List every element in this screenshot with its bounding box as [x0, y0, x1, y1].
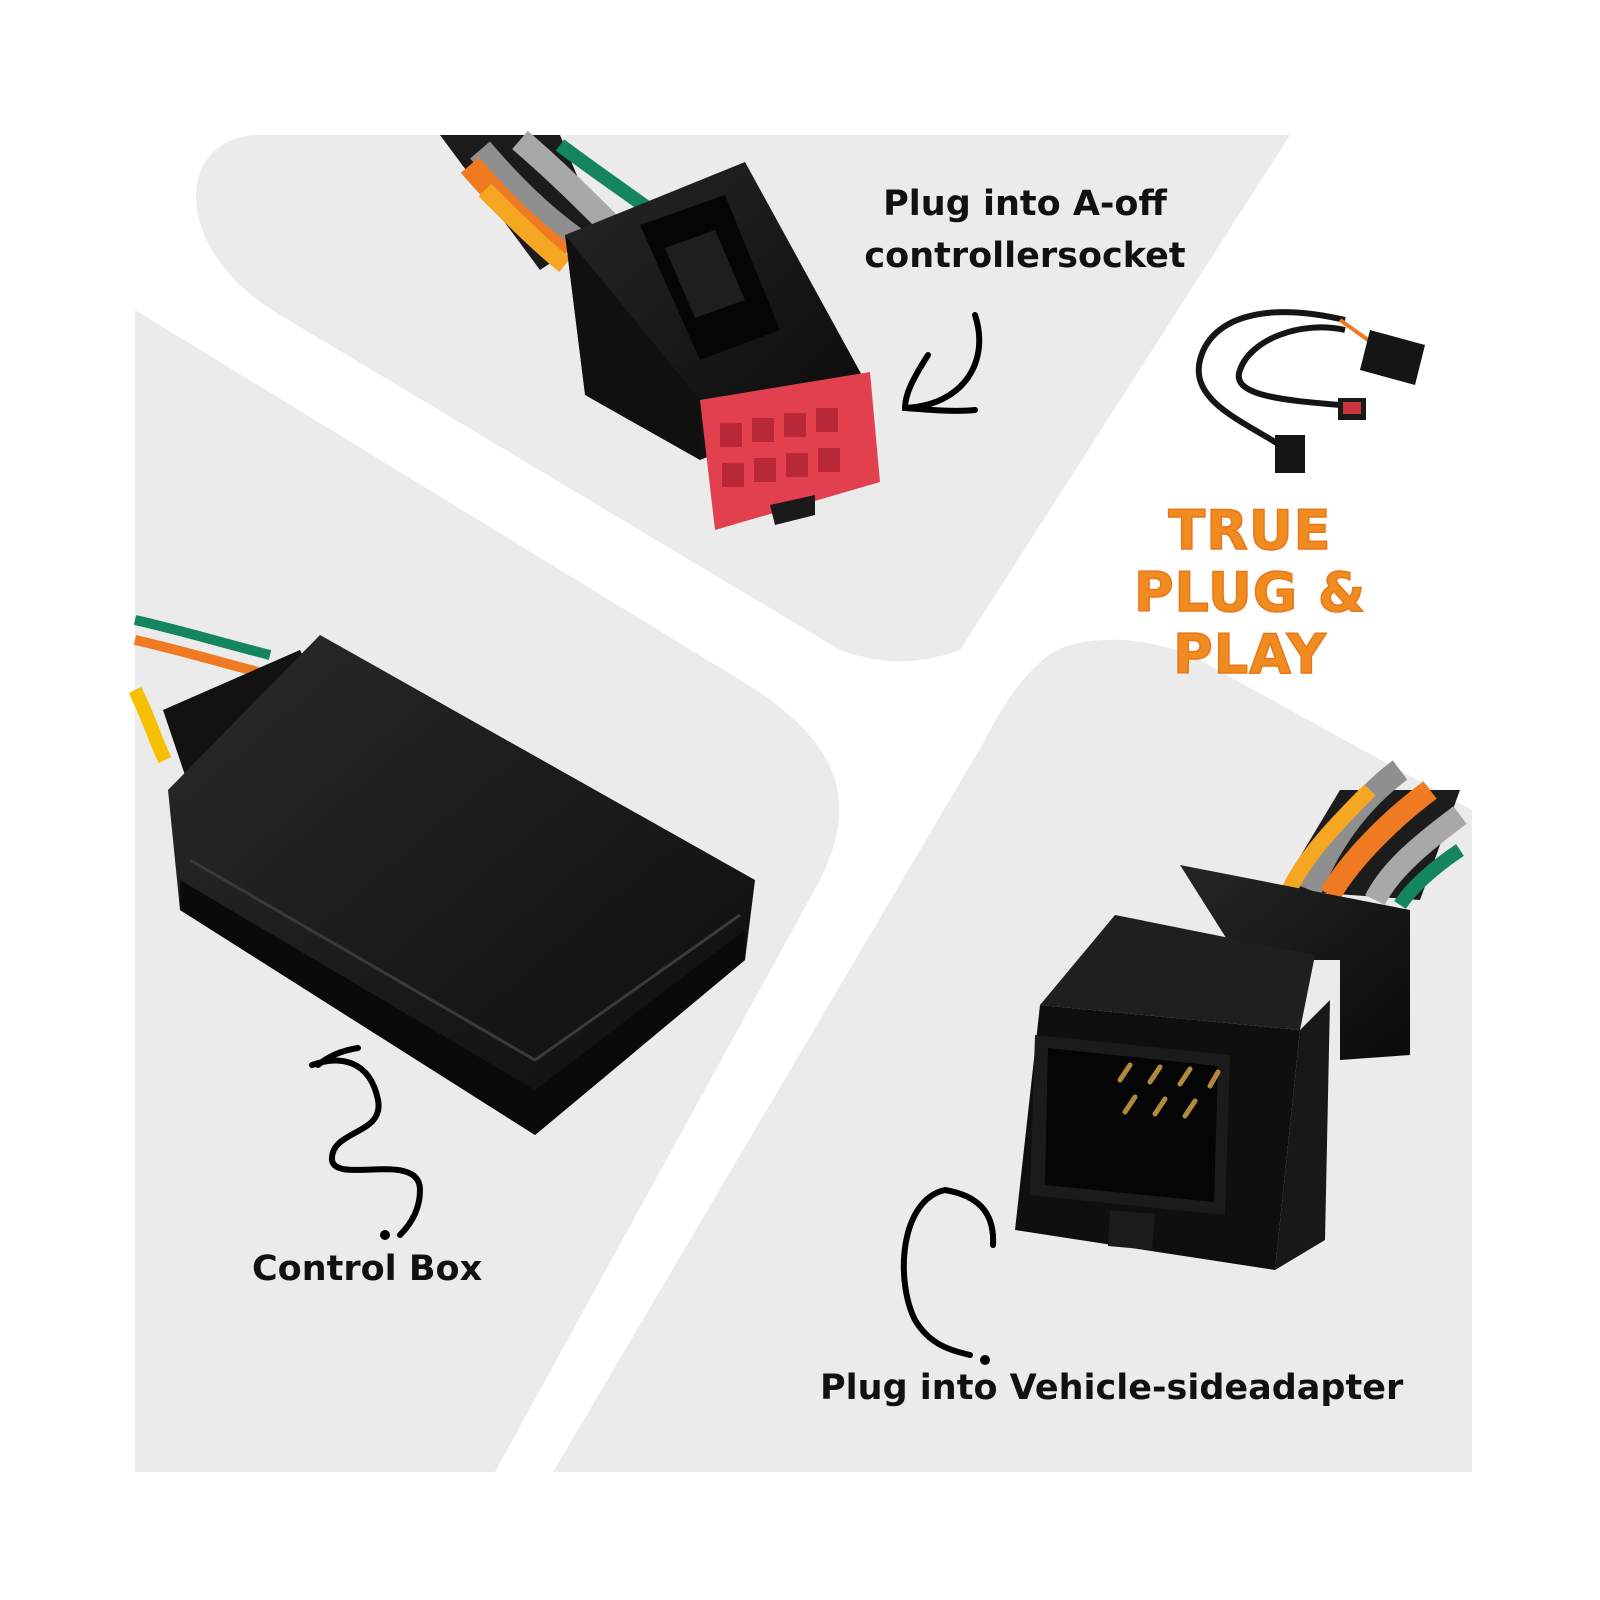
slogan-line1: TRUE [1168, 499, 1332, 563]
arrow-vehicle-side-dot [980, 1355, 990, 1365]
control-box [128, 615, 755, 1135]
label-vehicle-side: Plug into Vehicle-sideadapter [820, 1368, 1404, 1408]
label-a-off-socket: Plug into A-off controllersocket [855, 178, 1195, 282]
label-control-box: Control Box [252, 1249, 483, 1289]
slogan-line2: PLUG & PLAY [1133, 561, 1367, 687]
label-a-off-line1: Plug into A-off [883, 184, 1167, 224]
arrow-control-box-dot [380, 1230, 390, 1240]
slogan: TRUE PLUG & PLAY [1050, 499, 1450, 687]
label-a-off-line2: controllersocket [864, 236, 1186, 276]
arrow-control-box [309, 1045, 424, 1238]
harness-thumbnail [1195, 309, 1425, 473]
arrow-a-off [901, 312, 983, 414]
arrow-vehicle-side [900, 1187, 997, 1358]
a-off-connector [440, 130, 880, 530]
vehicle-side-connector [1015, 760, 1467, 1270]
